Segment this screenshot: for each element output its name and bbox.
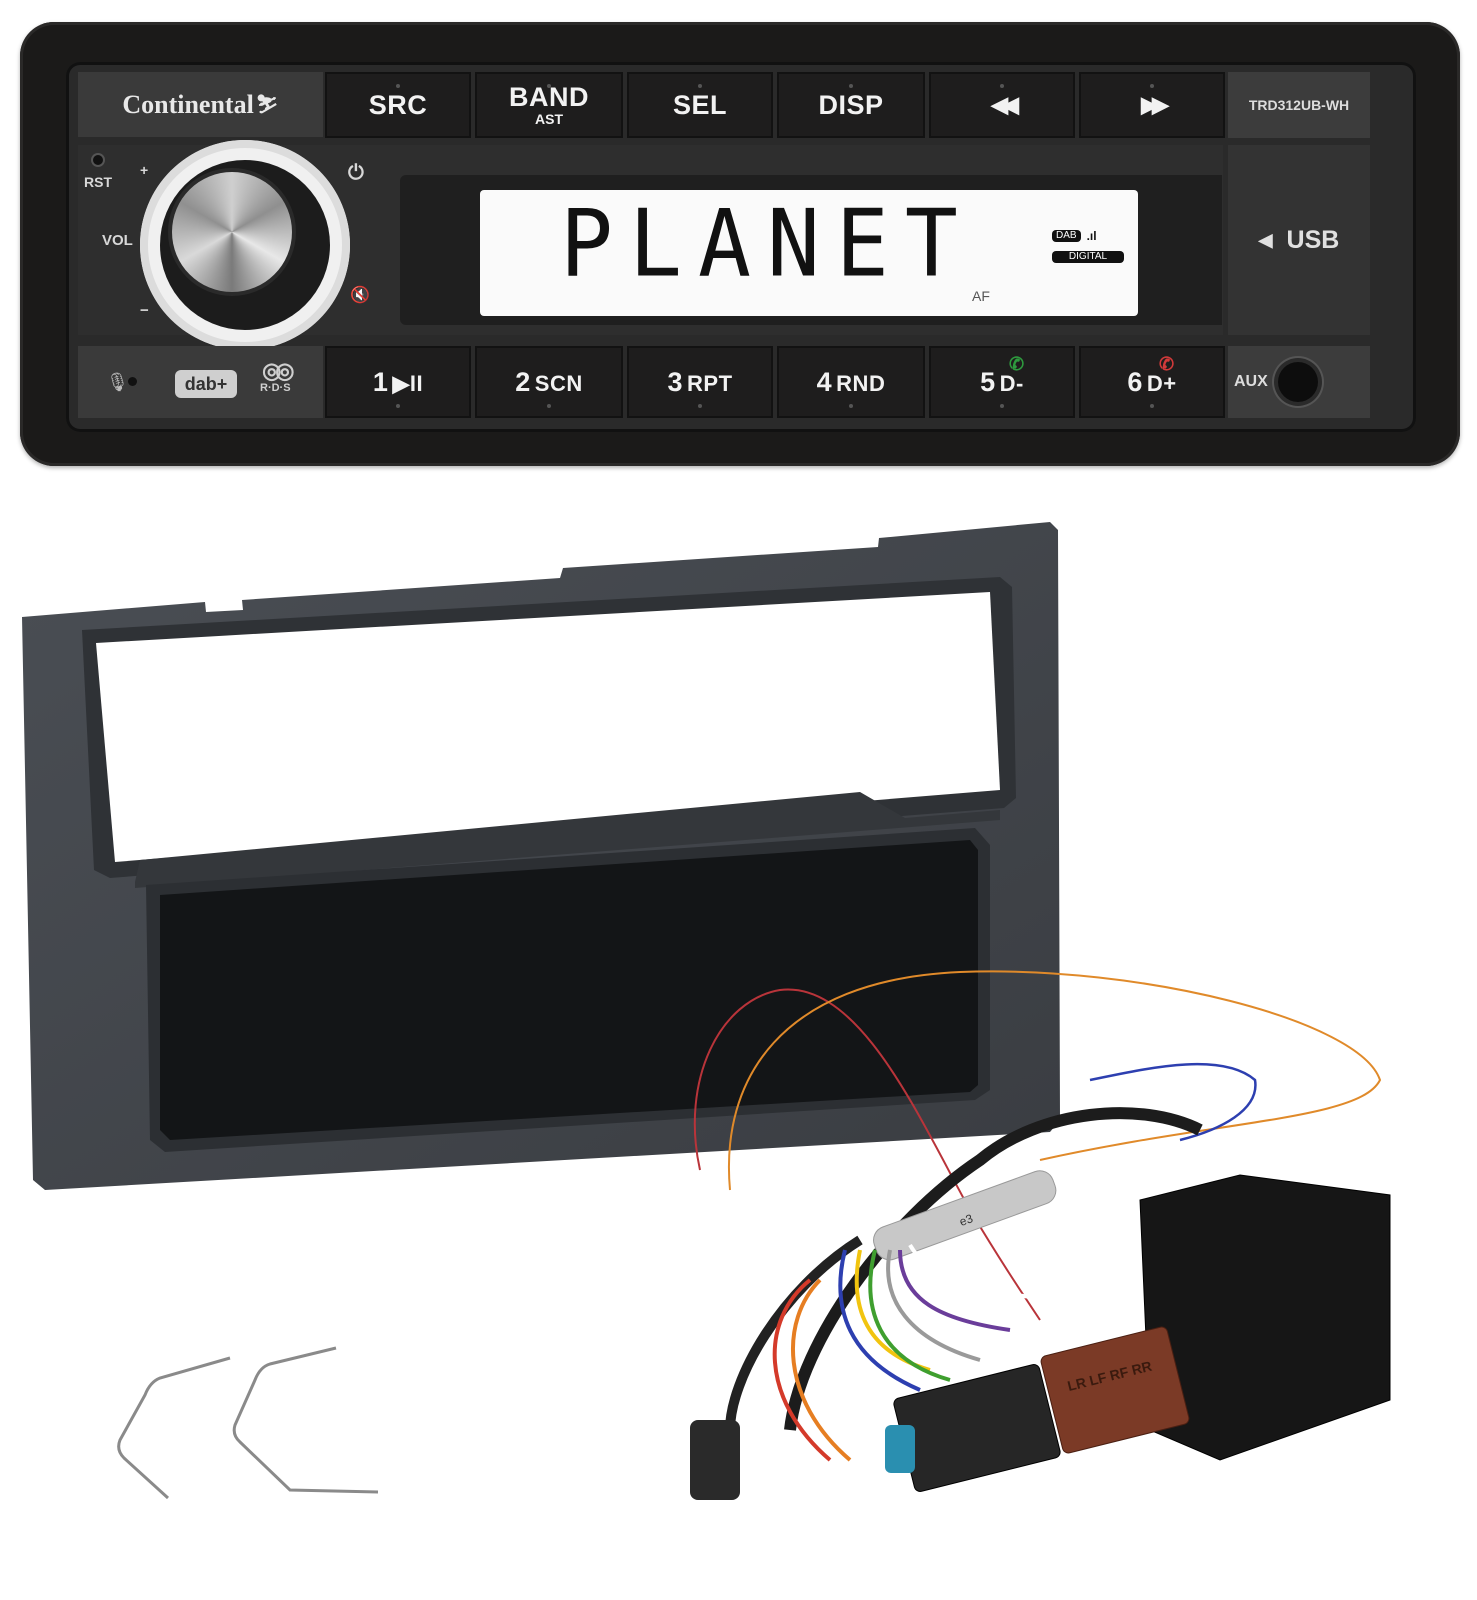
fast-forward-button[interactable]: ▶▶ bbox=[1079, 72, 1225, 138]
phone-accept-icon: ✆ bbox=[1009, 354, 1025, 374]
lcd-display bbox=[480, 190, 1138, 316]
wire-orange-thin bbox=[728, 970, 1382, 1191]
usb-arrow-icon: ◀ bbox=[1258, 229, 1273, 250]
digital-indicator: DIGITAL bbox=[1052, 251, 1124, 263]
mute-icon: 🔇 bbox=[350, 287, 370, 304]
reset-label: RST bbox=[84, 174, 112, 190]
display-station-text: PLANET bbox=[560, 189, 974, 298]
volume-plus-label: + bbox=[140, 162, 149, 178]
rewind-button[interactable]: ◀◀ bbox=[929, 72, 1075, 138]
preset-1-play-pause-button[interactable]: 1▶II bbox=[325, 346, 471, 418]
removal-key-left bbox=[117, 1356, 231, 1500]
filter-marking: e3 bbox=[957, 1211, 975, 1229]
radio-removal-keys bbox=[117, 1346, 379, 1500]
mounting-frame bbox=[22, 522, 1060, 1190]
aux-input[interactable]: AUX bbox=[1228, 346, 1370, 418]
phone-reject-icon: ✆ bbox=[1159, 354, 1175, 374]
volume-label: VOL bbox=[102, 232, 133, 249]
dab-indicator: DAB bbox=[1052, 230, 1081, 242]
microphone-icon: 🎙 bbox=[106, 372, 129, 392]
rewind-icon: ◀◀ bbox=[991, 92, 1019, 117]
iso-speaker-connector bbox=[1040, 1326, 1190, 1454]
signal-strength-icon: .ıl bbox=[1086, 229, 1097, 243]
src-button[interactable]: SRC bbox=[325, 72, 471, 138]
disp-button[interactable]: DISP bbox=[777, 72, 925, 138]
wire-blue bbox=[1089, 1063, 1257, 1142]
microphone-hole bbox=[128, 377, 137, 386]
af-indicator: AF bbox=[972, 288, 990, 304]
model-label: TRD312UB-WH bbox=[1228, 72, 1370, 138]
iso-wiring-harness: e3 LR LF RF RR bbox=[690, 970, 1391, 1500]
fast-forward-icon: ▶▶ bbox=[1141, 92, 1169, 117]
rds-logo: ◎◎R·D·S bbox=[260, 358, 294, 395]
play-pause-icon: ▶II bbox=[392, 370, 424, 396]
antenna-cable bbox=[784, 1107, 1203, 1431]
fakra-antenna-plug bbox=[885, 1425, 915, 1473]
reset-pinhole[interactable] bbox=[93, 155, 103, 165]
removal-key-right bbox=[232, 1346, 379, 1494]
svg-text:LR LF RF RR: LR LF RF RR bbox=[1066, 1358, 1154, 1394]
usb-port-cover[interactable]: ◀ USB bbox=[1228, 145, 1370, 335]
iso-power-connector bbox=[893, 1364, 1061, 1492]
brand-logo: Continental⛷ bbox=[78, 72, 323, 137]
antenna-filter bbox=[873, 1170, 1057, 1261]
power-icon: ⏻ bbox=[348, 162, 364, 184]
sel-button[interactable]: SEL bbox=[627, 72, 773, 138]
wire-red-thin bbox=[693, 988, 1041, 1321]
volume-knob[interactable] bbox=[172, 172, 292, 292]
din-antenna-plug bbox=[690, 1420, 740, 1500]
dab-plus-logo: dab+ bbox=[175, 370, 237, 398]
aux-label: AUX bbox=[1234, 373, 1268, 390]
volume-minus-label: − bbox=[140, 302, 149, 319]
usb-label: USB bbox=[1286, 225, 1340, 254]
aux-jack[interactable] bbox=[1277, 362, 1318, 402]
